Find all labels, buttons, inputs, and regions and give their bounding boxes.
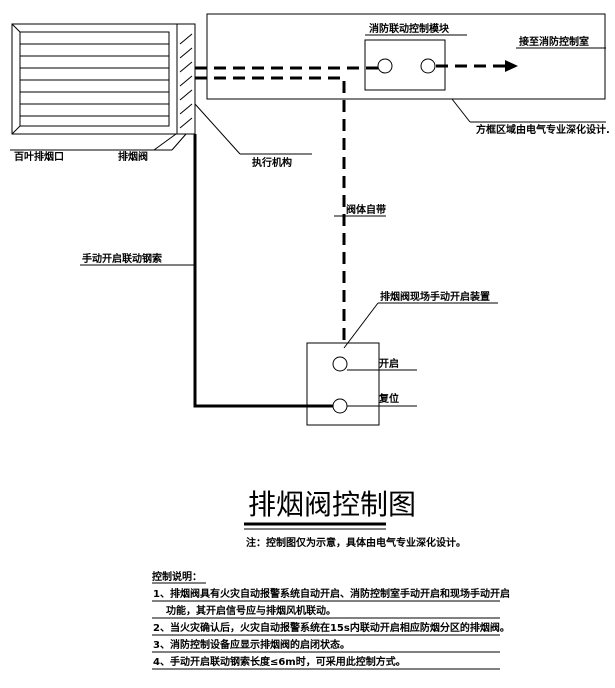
fire-linkage-control-module [364,39,446,91]
subtitle-note: 注：控制图仅为示意，具体由电气专业深化设计。 [246,536,466,549]
page-title: 排烟阀控制图 [248,488,416,521]
label-reset: 复位 [378,392,399,405]
label-actuator: 执行机构 [252,156,292,169]
label-valve: 排烟阀 [118,150,148,163]
note-item: 2、当火灾确认后，火灾自动报警系统在15s内联动开启相应防烟分区的排烟阀。 [153,621,510,634]
arrow-to-control-room-icon [505,60,518,72]
label-valve-self: 阀体自带 [346,203,386,216]
label-louver: 百叶排烟口 [14,150,64,163]
label-open: 开启 [379,357,399,370]
manual-linkage-cable [193,134,333,408]
label-to-control-room: 接至消防控制室 [519,35,589,48]
leader-louver [153,133,177,151]
electrical-design-area-box [206,13,606,100]
manual-opening-device [306,342,380,426]
note-item: 1、排烟阀具有火灾自动报警系统自动开启、消防控制室手动开启和现场手动开启 [153,587,510,600]
notes-heading: 控制说明： [152,570,202,583]
louver-smoke-outlet [11,23,178,135]
label-manual-device: 排烟阀现场手动开启装置 [380,290,490,303]
leader-valve [171,133,187,151]
label-box-note: 方框区域由电气专业深化设计. [476,123,610,136]
label-control-module: 消防联动控制模块 [369,22,450,35]
label-manual-cable: 手动开启联动钢索 [82,252,162,265]
leader-actuator [194,103,241,155]
leader-box-note [451,98,471,123]
note-item: 功能，其开启信号应与排烟风机联动。 [166,604,336,617]
smoke-valve [176,23,196,135]
signal-line-valve-to-manual-device [195,76,346,345]
note-item: 3、消防控制设备应显示排烟阀的启闭状态。 [153,638,350,651]
leader-manual-device [343,302,379,349]
note-item: 4、手动开启联动钢索长度≤6m时，可采用此控制方式。 [153,655,406,668]
